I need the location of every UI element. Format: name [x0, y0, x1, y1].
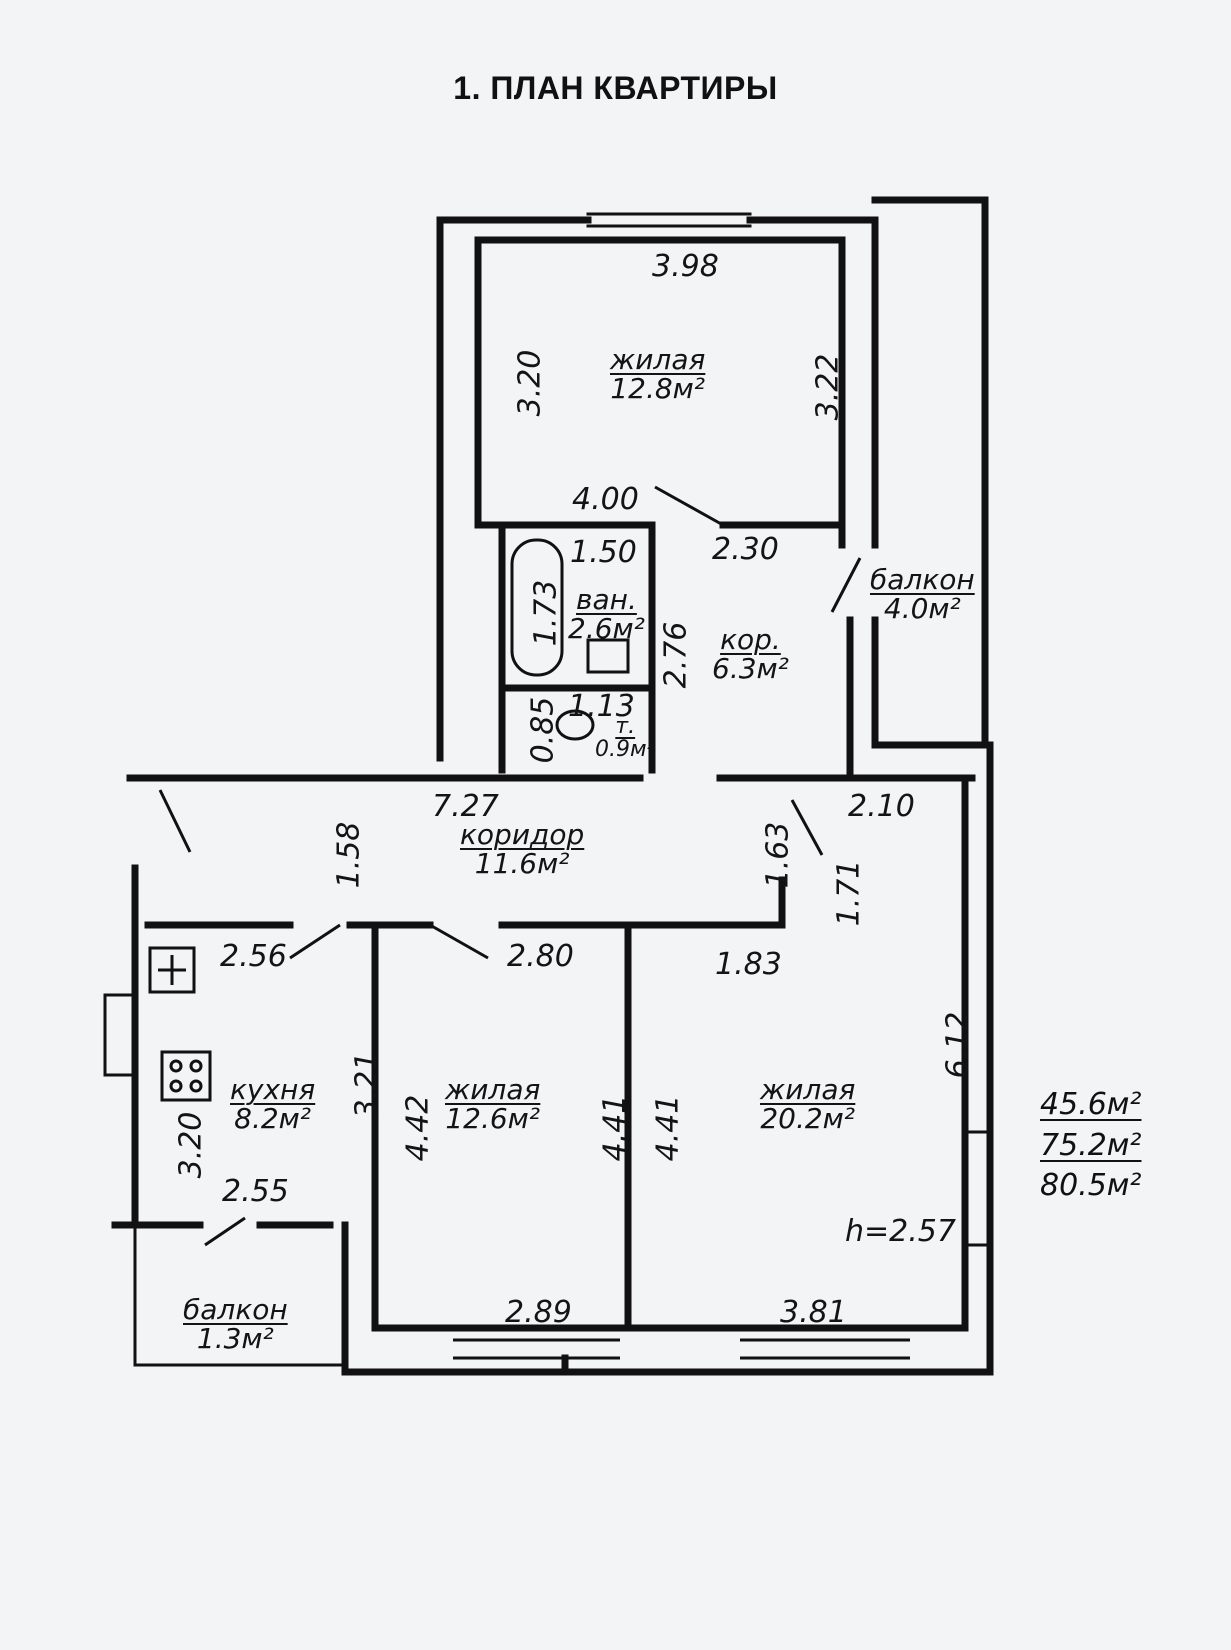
wall-balcony-right [871, 196, 989, 749]
room-area: 4.0м² [883, 592, 961, 626]
room-label-wc: т. 0.9м² [595, 715, 655, 761]
door-swing-kitchen [289, 923, 341, 960]
room-label-balcony-left: балкон 1.3м² [183, 1295, 288, 1354]
room-area: 20.2м² [760, 1102, 856, 1136]
room-label-living: жилая 20.2м² [760, 1075, 855, 1134]
total-living-area: 45.6м² [1040, 1087, 1142, 1122]
ceiling-height: h=2.57 [845, 1214, 956, 1249]
dimension-label: 4.41 [597, 1094, 633, 1162]
dimension-label: 2.56 [220, 939, 287, 974]
window-bottom-right [740, 1338, 910, 1360]
room-name: балкон [870, 563, 975, 596]
window-bottom-mid [453, 1338, 620, 1360]
dimension-label: 1.50 [570, 535, 637, 570]
room-label-corridor: коридор 11.6м² [460, 820, 584, 879]
room-name: жилая [610, 343, 706, 376]
dimension-label: 2.30 [712, 532, 779, 567]
dimension-label: 3.21 [349, 1051, 385, 1119]
total-area: 75.2м² [1040, 1127, 1142, 1163]
room-area: 11.6м² [474, 847, 570, 881]
dimension-label: 1.58 [331, 821, 367, 889]
room-name: ван. [576, 583, 637, 616]
room-area: 12.6м² [445, 1102, 541, 1136]
room-label-bedroom-mid: жилая 12.6м² [445, 1075, 540, 1134]
dimension-label: 1.71 [831, 859, 867, 927]
door-swing-corridor [158, 789, 192, 853]
dimension-label: 6.12 [940, 1011, 976, 1079]
dimension-label: 2.55 [222, 1174, 289, 1209]
room-area: 6.3м² [712, 652, 789, 686]
dimension-label: 4.42 [400, 1094, 436, 1162]
dimension-label: 7.27 [432, 789, 499, 824]
door-swing-balcony [830, 557, 862, 613]
bathtub [510, 538, 564, 677]
dimension-label: 2.80 [507, 939, 574, 974]
room-name: кухня [230, 1073, 316, 1106]
total-area-with-balconies: 80.5м² [1040, 1168, 1142, 1203]
kitchen-sink [148, 946, 196, 994]
toilet [555, 709, 595, 741]
room-label-hall: кор. 6.3м² [712, 625, 789, 684]
dimension-label: 3.20 [173, 1111, 209, 1179]
room-area: 12.8м² [610, 372, 706, 406]
wall-bathroom [498, 521, 656, 774]
window-left-kitchen [103, 993, 137, 1077]
balcony-left [133, 1223, 347, 1367]
dimension-label: 3.20 [512, 349, 548, 417]
room-name: балкон [183, 1293, 288, 1326]
sink [586, 638, 630, 674]
dimension-label: 3.98 [652, 249, 719, 284]
door-swing-bedroom-mid [429, 923, 489, 960]
wall-kitchen [131, 864, 786, 1229]
dimension-label: 2.10 [848, 789, 915, 824]
stove [160, 1050, 212, 1102]
dimension-label: 2.76 [658, 621, 694, 689]
dimension-label: 1.83 [715, 947, 782, 982]
dimension-label: 2.89 [505, 1295, 572, 1330]
room-label-balcony-right: балкон 4.0м² [870, 565, 975, 624]
dimension-label: 1.73 [528, 579, 564, 647]
dimension-label: 1.63 [760, 821, 796, 889]
room-name: жилая [445, 1073, 541, 1106]
room-area: 1.3м² [196, 1322, 274, 1356]
door-swing-balcony-left [204, 1216, 246, 1247]
room-name: коридор [460, 818, 585, 851]
dimension-label: 3.22 [810, 353, 846, 421]
area-totals: 45.6м² 75.2м² 80.5м² [1040, 1085, 1141, 1207]
wall-bedrooms [371, 774, 969, 1332]
dimension-label: 3.81 [780, 1295, 847, 1330]
door-swing-bedroom-top [654, 485, 724, 527]
plan-title: 1. ПЛАН КВАРТИРЫ [453, 70, 778, 106]
dimension-label: 4.00 [572, 482, 639, 517]
room-name: жилая [760, 1073, 856, 1106]
room-name: кор. [720, 623, 781, 656]
dimension-label: 1.13 [568, 689, 635, 724]
room-area: 2.6м² [568, 612, 645, 646]
room-label-bedroom-top: жилая 12.8м² [610, 345, 705, 404]
room-area: 8.2м² [234, 1102, 312, 1136]
window-right-living [965, 1130, 994, 1247]
door-swing-living [790, 799, 824, 856]
room-label-kitchen: кухня 8.2м² [230, 1075, 315, 1134]
dimension-label: 0.85 [525, 696, 561, 764]
window-top [586, 212, 752, 228]
dimension-label: 4.41 [650, 1094, 686, 1162]
room-name: т. [615, 714, 636, 739]
room-area: 0.9м² [595, 737, 656, 763]
wall-bottom [341, 1221, 624, 1376]
room-label-bathroom: ван. 2.6м² [568, 585, 645, 644]
